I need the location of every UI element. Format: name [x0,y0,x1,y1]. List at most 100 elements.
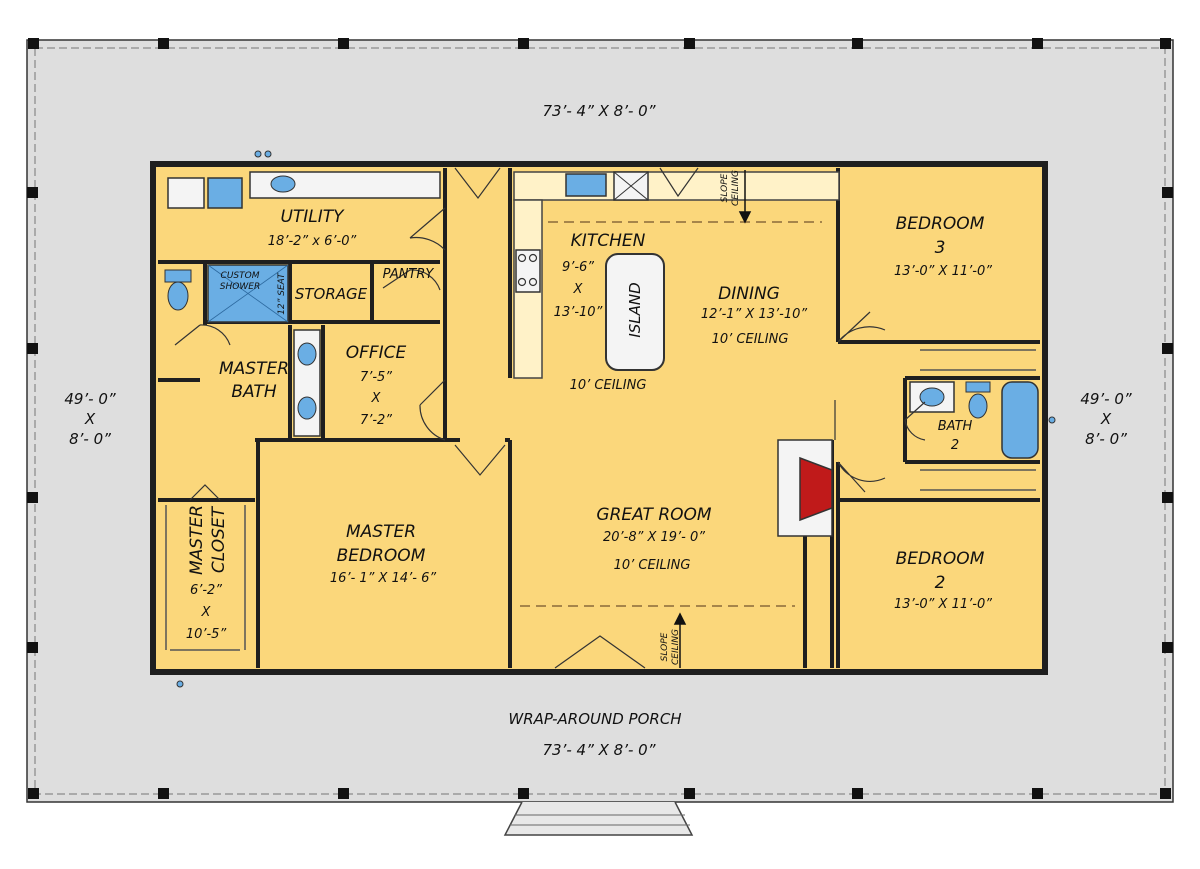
custom-shower-line-1: CUSTOM [221,271,260,281]
hose-bibs [176,150,1056,688]
bedroom3-name-1: BEDROOM [896,214,985,234]
utility-dims: 18’-2” x 6’-0” [268,234,357,249]
porch-left-dim-2: X [84,410,96,428]
porch-post [27,343,38,354]
office-dim-3: 7’-2” [360,413,392,428]
pantry-label: PANTRY [383,267,435,282]
office-dim-2: X [371,391,382,406]
bedroom3-name-2: 3 [935,238,946,258]
porch-top-dim: 73’- 4” X 8’- 0” [543,102,656,120]
office-dim-1: 7’-5” [360,370,392,385]
master-bath-line-2: BATH [231,382,276,402]
master-closet-name-2: CLOSET [209,505,229,573]
dining-ceiling: 10’ CEILING [712,332,789,347]
slope-top-line-2: CEILING [731,170,741,206]
master-sink-1 [297,342,317,366]
slope-bottom-line-1: SLOPE [660,632,670,661]
master-bedroom-name-1: MASTER [346,522,416,542]
door-swings [174,167,926,669]
master-bedroom-name-2: BEDROOM [337,546,426,566]
bath2-tub [1001,381,1039,459]
porch-post [1162,642,1173,653]
master-sink-2 [297,396,317,420]
porch-right-dim-3: 8’- 0” [1085,430,1127,448]
bath2-line-1: BATH [938,419,973,434]
porch-label: WRAP-AROUND PORCH [508,710,681,728]
bath2-sink [919,387,945,407]
dining-name: DINING [718,284,780,304]
great-room-name: GREAT ROOM [596,505,711,525]
island-label: ISLAND [626,282,644,337]
bath2-line-2: 2 [951,438,959,453]
dishwasher-x [613,171,649,201]
master-bedroom-dims: 16’- 1” X 14’- 6” [330,571,436,586]
porch-inner-line [34,47,1166,795]
bedroom2-name-2: 2 [935,573,946,593]
custom-shower-line-2: SHOWER [220,282,260,292]
bedroom2-name-1: BEDROOM [896,549,985,569]
porch-post [852,38,863,49]
porch-post [518,788,529,799]
porch-right-dim-1: 49’- 0” [1080,390,1132,408]
slope-arrows [673,170,752,668]
porch-bottom-dim: 73’- 4” X 8’- 0” [543,741,656,759]
porch-right-dim-2: X [1100,410,1112,428]
master-wc-bowl [167,281,189,311]
porch-post [1160,788,1171,799]
kitchen-ceiling: 10’ CEILING [570,378,647,393]
porch-post [338,788,349,799]
porch-post [27,492,38,503]
porch-post [518,38,529,49]
kitchen-dim-1: 9’-6” [562,260,594,275]
storage-label: STORAGE [295,285,368,303]
great-room-ceiling: 10’ CEILING [614,558,691,573]
utility-name: UTILITY [280,207,345,227]
interior-walls [158,168,1040,668]
porch-post [27,187,38,198]
kitchen-name: KITCHEN [571,231,646,251]
fireplace-firebox [799,456,833,522]
slope-bottom-line-2: CEILING [671,629,681,665]
closet-shelves [165,349,1036,651]
porch-post [1160,38,1171,49]
porch-post [338,38,349,49]
porch-post [158,38,169,49]
porch-post [158,788,169,799]
bath2-wc-bowl [968,393,988,419]
porch-steps [503,801,694,836]
porch-post [1032,788,1043,799]
slope-top-line-1: SLOPE [720,173,730,202]
bedroom2-dims: 13’-0” X 11’-0” [894,597,992,612]
master-closet-name-1: MASTER [187,505,207,575]
master-bath-line-1: MASTER [219,359,289,379]
shower-drain [207,264,289,323]
master-closet-dim-1: 6’-2” [190,583,222,598]
burners [517,253,538,287]
porch-steps-line [510,814,690,826]
office-name: OFFICE [346,343,407,363]
kitchen-island [605,253,665,371]
porch-left-dim-3: 8’- 0” [69,430,111,448]
porch-post [1162,492,1173,503]
master-closet-dim-2: X [201,605,212,620]
master-closet-dim-3: 10’-5” [186,627,227,642]
porch-post [28,788,39,799]
porch-post [28,38,39,49]
porch-post [27,642,38,653]
utility-basin [270,175,296,193]
porch-post [1162,343,1173,354]
utility-sink [207,177,243,209]
bedroom3-dims: 13’-0” X 11’-0” [894,264,992,279]
porch-post [852,788,863,799]
washer [167,177,205,209]
porch-post [684,788,695,799]
master-wc-tank [164,269,192,283]
dining-dims: 12’-1” X 13’-10” [701,307,807,322]
kitchen-sink [565,173,607,197]
kitchen-dim-2: X [573,282,584,297]
porch-post [684,38,695,49]
porch-posts [27,38,1173,799]
seat-label: 12” SEAT [277,272,287,315]
kitchen-dim-3: 13’-10” [554,305,603,320]
